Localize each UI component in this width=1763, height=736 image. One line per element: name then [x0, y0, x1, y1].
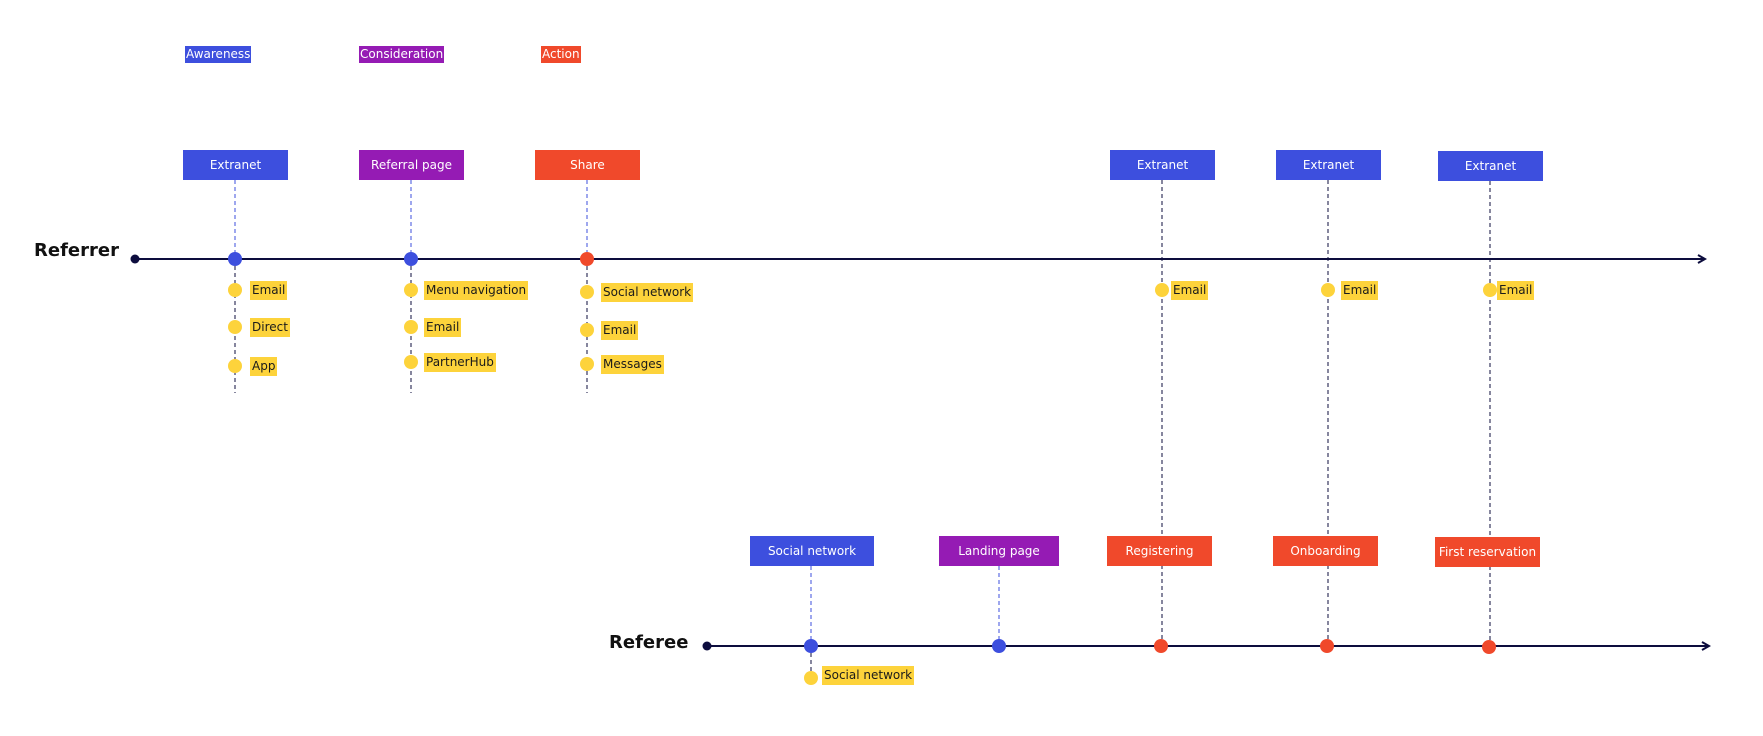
referrer-node-extranet: [228, 252, 242, 266]
channel-dot: [580, 323, 594, 337]
channel-label: App: [250, 357, 278, 376]
referee-step-social-network: Social network: [750, 536, 874, 566]
referrer-step-extranet: Extranet: [183, 150, 288, 180]
channel-label: Email: [424, 318, 462, 337]
legend-awareness: Awareness: [185, 46, 252, 63]
channel-dot: [580, 285, 594, 299]
referee-axis-start: [702, 641, 712, 651]
referee-step-landing-page: Landing page: [939, 536, 1059, 566]
channel-label: Email: [1341, 281, 1379, 300]
referee-step-onboarding: Onboarding: [1273, 536, 1378, 566]
referee-node-onboarding: [1320, 639, 1334, 653]
referee-node-landing-page: [992, 639, 1006, 653]
referrer-step-share: Share: [535, 150, 640, 180]
legend-action: Action: [541, 46, 581, 63]
channel-label: Email: [1171, 281, 1209, 300]
channel-dot: [228, 320, 242, 334]
referrer-node-share: [580, 252, 594, 266]
channel-label: Messages: [601, 355, 664, 374]
referrer-label: Referrer: [34, 240, 119, 261]
referee-node-registering: [1154, 639, 1168, 653]
channel-label: Menu navigation: [424, 281, 529, 300]
channel-label: PartnerHub: [424, 353, 496, 372]
channel-dot: [580, 357, 594, 371]
channel-dot: [228, 359, 242, 373]
channel-label: Direct: [250, 318, 290, 337]
channel-label: Email: [601, 321, 639, 340]
referrer-axis-start: [130, 254, 140, 264]
referee-label: Referee: [609, 632, 689, 653]
referrer-step-extranet: Extranet: [1110, 150, 1215, 180]
channel-label: Social network: [822, 666, 915, 685]
channel-dot: [228, 283, 242, 297]
channel-dot: [404, 283, 418, 297]
channel-dot: [1155, 283, 1169, 297]
referee-step-registering: Registering: [1107, 536, 1212, 566]
channel-dot: [404, 355, 418, 369]
referee-step-first-reservation: First reservation: [1435, 537, 1540, 567]
referrer-node-referral-page: [404, 252, 418, 266]
channel-dot: [1321, 283, 1335, 297]
referrer-step-extranet: Extranet: [1438, 151, 1543, 181]
channel-label: Email: [1497, 281, 1535, 300]
channel-dot: [1483, 283, 1497, 297]
referrer-step-referral-page: Referral page: [359, 150, 464, 180]
channel-dot: [804, 671, 818, 685]
referee-node-first-reservation: [1482, 640, 1496, 654]
channel-dot: [404, 320, 418, 334]
legend-consideration: Consideration: [359, 46, 445, 63]
channel-label: Email: [250, 281, 288, 300]
referee-node-social-network: [804, 639, 818, 653]
channel-label: Social network: [601, 283, 694, 302]
referrer-step-extranet: Extranet: [1276, 150, 1381, 180]
